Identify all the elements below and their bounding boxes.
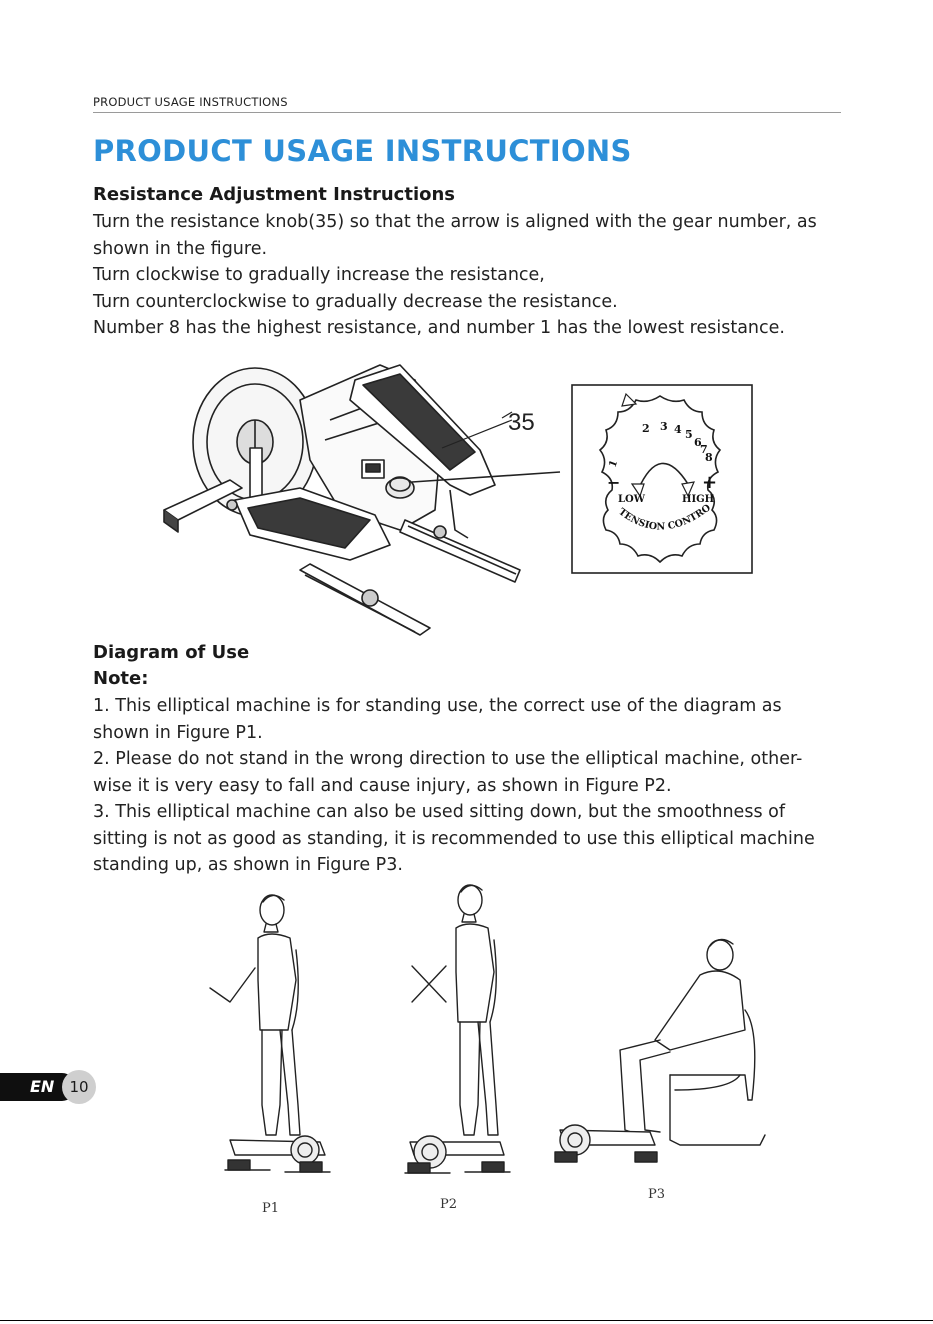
resistance-line: shown in the figure. [93, 238, 268, 259]
usage-line: standing up, as shown in Figure P3. [93, 855, 403, 875]
running-header: PRODUCT USAGE INSTRUCTIONS [93, 95, 288, 109]
figure-p3-person [554, 938, 766, 1163]
plus-icon: + [702, 472, 717, 493]
resistance-heading: Resistance Adjustment Instructions [93, 184, 456, 205]
usage-notes: 1. This elliptical machine is for standi… [93, 693, 863, 879]
usage-line: 2. Please do not stand in the wrong dire… [93, 749, 803, 769]
usage-heading: Diagram of Use [93, 642, 250, 663]
resistance-line: Turn clockwise to gradually increase the… [93, 265, 545, 285]
dial-number-5: 5 [685, 428, 693, 441]
resistance-instructions: Turn the resistance knob(35) so that the… [93, 209, 863, 342]
rotation-arrow-icon [637, 462, 689, 491]
usage-figures: P1 P2 P3 [209, 884, 766, 1216]
figure-p1-person [224, 894, 331, 1173]
resistance-line: Turn the resistance knob(35) so that the… [93, 212, 817, 232]
resistance-line: Turn counterclockwise to gradually decre… [93, 291, 618, 312]
usage-line: shown in Figure P1. [93, 722, 263, 743]
dial-number-2: 2 [642, 422, 650, 435]
figure-p2-person [404, 884, 511, 1174]
page-number-badge: 10 [62, 1070, 96, 1104]
dial-number-7: 7 [700, 443, 708, 456]
knob-callout-number: 35 [508, 409, 535, 436]
figure-p1-label: P1 [262, 1201, 279, 1216]
cross-icon [411, 965, 447, 1003]
page-title: PRODUCT USAGE INSTRUCTIONS [93, 134, 632, 168]
high-label: HIGH [682, 494, 714, 505]
check-icon [209, 967, 256, 1003]
dial-number-6: 6 [694, 436, 702, 449]
dial-number-1: 1 [607, 459, 620, 469]
elliptical-machine-illustration: 35 [163, 364, 561, 636]
header-divider [93, 112, 841, 113]
note-label: Note: [93, 668, 149, 689]
dial-number-3: 3 [660, 420, 668, 433]
dial-number-4: 4 [674, 423, 682, 436]
usage-line: 3. This elliptical machine can also be u… [93, 802, 785, 822]
usage-line: sitting is not as good as standing, it i… [93, 828, 815, 849]
usage-line: wise it is very easy to fall and cause i… [93, 775, 672, 796]
minus-icon: − [607, 473, 620, 492]
usage-line: 1. This elliptical machine is for standi… [93, 696, 782, 716]
bottom-divider [0, 1320, 933, 1321]
language-code: EN [30, 1077, 55, 1096]
dial-number-8: 8 [705, 451, 713, 464]
page-number: 10 [69, 1078, 89, 1096]
low-label: LOW [618, 494, 646, 505]
tension-dial-figure: 1 2 3 4 5 6 7 8 − + LOW HIGH TENSION CON… [560, 380, 753, 574]
figure-p3-label: P3 [648, 1187, 665, 1202]
figure-p2-label: P2 [440, 1197, 457, 1212]
resistance-line: Number 8 has the highest resistance, and… [93, 318, 785, 338]
